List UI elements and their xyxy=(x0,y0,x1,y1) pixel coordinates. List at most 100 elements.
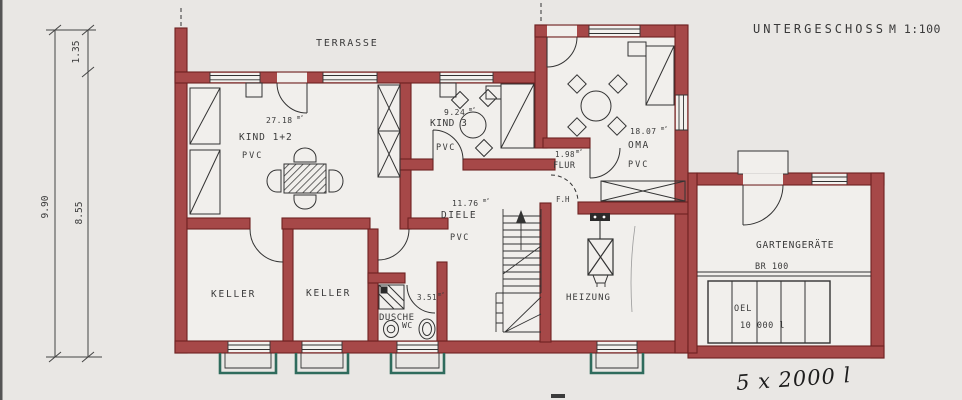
room-area: 1.98 xyxy=(555,150,575,159)
area-unit: m² xyxy=(469,106,476,113)
window-reveal xyxy=(627,41,647,57)
area-unit: m² xyxy=(661,125,668,132)
toilet-icon xyxy=(383,320,399,338)
oma-furniture xyxy=(567,41,686,202)
wall-segment xyxy=(674,24,689,354)
fire-door-arc xyxy=(550,174,579,203)
door-arc xyxy=(589,147,621,179)
wall-segment xyxy=(577,201,689,215)
wall-segment xyxy=(542,137,591,149)
window xyxy=(301,341,343,353)
kind12-furniture xyxy=(189,82,457,215)
dimension-value-total: 9.90 xyxy=(40,195,51,218)
tank-dividers xyxy=(731,281,806,343)
boiler-bracket xyxy=(590,213,610,221)
fire-door-label: F.H xyxy=(556,195,570,204)
bracket-dot xyxy=(602,215,606,219)
wall-segment xyxy=(436,261,448,342)
wall-segment xyxy=(367,272,406,284)
window xyxy=(596,341,638,353)
room-floor: PVC xyxy=(450,233,470,243)
stair-hatch xyxy=(495,292,503,332)
room-name-oma: OMA xyxy=(628,140,650,151)
doors xyxy=(249,36,784,314)
boiler xyxy=(587,213,636,313)
sink-icon xyxy=(418,318,436,340)
room-name-kind12: KIND 1+2 xyxy=(239,132,293,143)
dimension-lines xyxy=(46,24,102,363)
wall-segment xyxy=(539,202,552,343)
door-arc xyxy=(249,228,284,263)
wall-segment xyxy=(399,158,434,171)
window xyxy=(322,72,378,83)
wardrobe-icon xyxy=(189,149,221,215)
bracket-dot xyxy=(593,215,597,219)
dimension-ticks xyxy=(48,24,95,363)
light-well xyxy=(294,353,350,375)
chair-icon xyxy=(293,147,317,163)
wall-segment xyxy=(399,169,412,230)
window xyxy=(227,341,271,353)
bed-diagonal xyxy=(500,83,535,149)
bath-fixtures xyxy=(378,284,436,340)
shower-icon xyxy=(378,284,405,310)
area-unit: m² xyxy=(438,291,445,298)
room-name-keller1: KELLER xyxy=(211,289,256,300)
wall-segment xyxy=(687,345,885,359)
room-name-keller2: KELLER xyxy=(306,288,351,299)
wall-segment xyxy=(174,71,188,354)
wall-segment xyxy=(186,217,251,230)
table-icon xyxy=(283,163,327,194)
oma-floor xyxy=(547,37,675,202)
wall-segment xyxy=(282,228,294,342)
room-floor: PVC xyxy=(628,160,649,170)
kind3-furniture xyxy=(450,83,535,158)
wardrobe-icon xyxy=(645,45,675,106)
chair-icon xyxy=(293,194,317,210)
wall-segment xyxy=(687,172,698,354)
oil-tanks xyxy=(697,271,871,344)
window xyxy=(675,94,688,131)
window xyxy=(588,25,641,37)
nightstand-icon xyxy=(485,85,502,100)
door-arc xyxy=(276,82,308,114)
boiler-feet xyxy=(596,283,606,287)
wardrobe-icon xyxy=(377,84,401,178)
stair-cut-line xyxy=(502,245,542,275)
entrance-landing xyxy=(737,150,789,175)
wardrobe-diagonal xyxy=(189,87,221,145)
chair-icon xyxy=(607,116,627,136)
table-icon xyxy=(580,90,612,122)
window xyxy=(209,72,261,83)
divider-line xyxy=(697,271,871,277)
oel-capacity: 10 000 l xyxy=(740,321,785,331)
sideboard-icon xyxy=(600,180,686,202)
dimension-line xyxy=(54,30,89,357)
oel-label: OEL xyxy=(734,304,752,314)
light-wells xyxy=(218,353,645,375)
chair-icon xyxy=(328,169,344,193)
wall-segment xyxy=(399,82,412,171)
room-name-dusche: DUSCHE xyxy=(379,313,415,323)
wall-segment xyxy=(462,158,556,171)
wardrobe-diagonal xyxy=(189,149,221,215)
room-floor: PVC xyxy=(242,151,263,161)
door-opening xyxy=(743,173,783,185)
chair-icon xyxy=(567,74,587,94)
window-reveal xyxy=(439,82,457,98)
window xyxy=(396,341,439,353)
chair-icon xyxy=(567,117,587,137)
room-name-wc: WC xyxy=(402,321,413,330)
wall-segment xyxy=(534,24,548,149)
boiler-cross xyxy=(587,238,614,276)
door-arc xyxy=(742,184,784,226)
area-unit: m² xyxy=(297,114,304,121)
window-reveal xyxy=(245,82,263,98)
area-unit: m² xyxy=(483,197,490,204)
wardrobe-icon xyxy=(189,87,221,145)
wall-segment xyxy=(696,172,885,186)
terrace-label: TERRASSE xyxy=(316,38,379,49)
tank-outline xyxy=(707,280,831,344)
room-floor: PVC xyxy=(436,143,456,153)
